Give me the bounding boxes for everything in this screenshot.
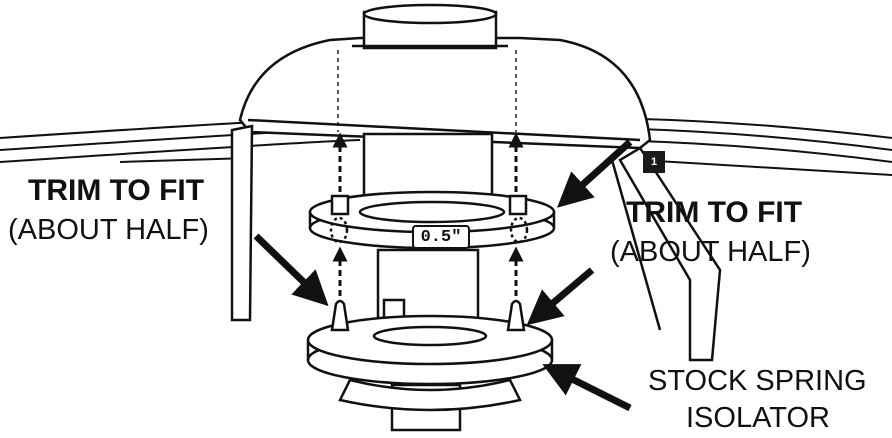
isolator-label-line2: ISOLATOR [686,402,830,434]
spacer-size-tag: 0.5" [412,225,470,249]
top-cylinder [352,3,508,50]
isolator-label-line1: STOCK SPRING [648,365,867,397]
dashed-up-arrow-icon [332,132,524,296]
strut-shaft [338,132,522,432]
pointer-arrow-icon [253,139,633,412]
left-trim-title: TRIM TO FIT [28,174,205,207]
callout-number-badge: 1 [643,151,665,173]
spring-isolator [306,299,554,386]
spacer-ring [308,190,556,250]
right-trim-subtitle: (ABOUT HALF) [610,236,811,268]
left-trim-subtitle: (ABOUT HALF) [8,214,209,246]
dashed-guides [337,50,517,132]
upper-mount [230,36,722,362]
right-trim-title: TRIM TO FIT [626,196,803,229]
